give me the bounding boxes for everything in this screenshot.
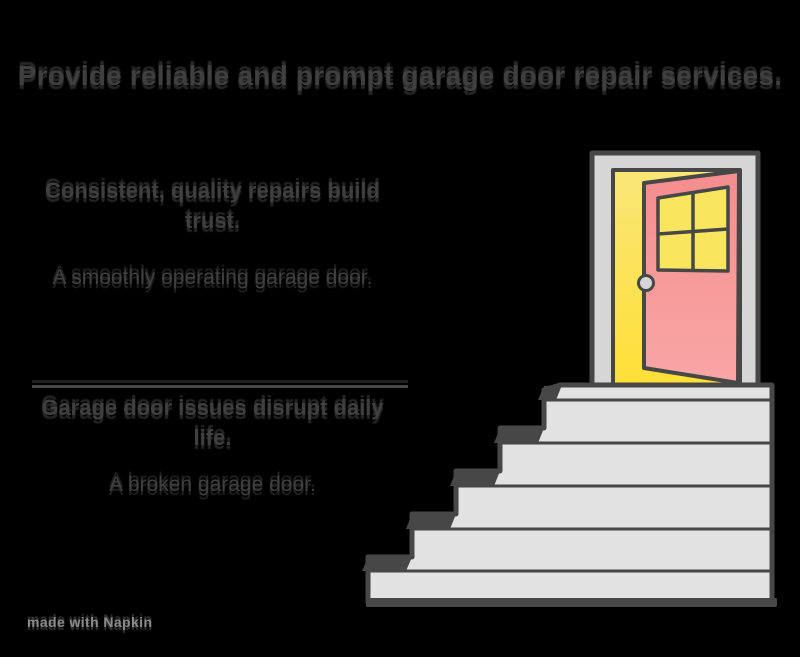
door-window: [656, 185, 730, 273]
staircase-base: [366, 598, 777, 607]
watermark: made with Napkin: [27, 614, 153, 630]
stair-tread-lines: [368, 398, 772, 573]
benefit-description: A smoothly operating garage door.: [52, 266, 373, 289]
benefit-heading: Consistent, quality repairs build trust.: [45, 178, 380, 233]
staircase: [362, 382, 777, 607]
stair-step-noses: [362, 385, 562, 571]
page-title: Provide reliable and prompt garage door …: [17, 60, 783, 91]
section-divider: [32, 385, 408, 388]
text-column: Consistent, quality repairs build trust.…: [20, 0, 408, 657]
problem-heading: Garage door issues disrupt daily life.: [41, 395, 384, 450]
staircase-silhouette: [365, 382, 775, 605]
problem-description: A broken garage door.: [109, 473, 316, 496]
door-knob: [637, 274, 655, 292]
door-panel: [637, 169, 741, 385]
